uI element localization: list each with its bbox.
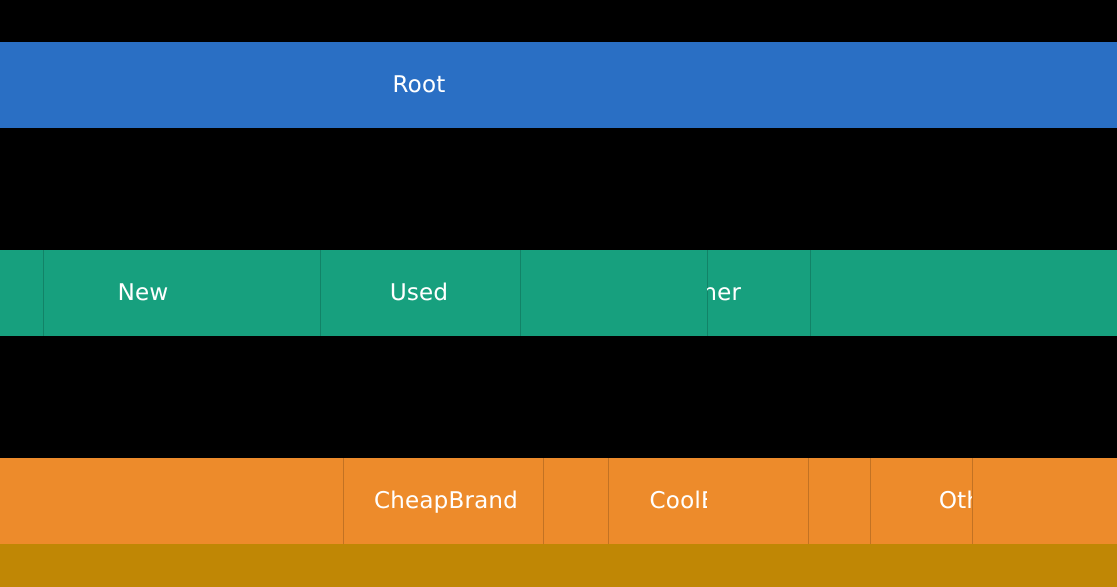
icicle-node-label: CheapBrand — [374, 487, 518, 514]
icicle-node-coolbrand[interactable]: CoolBrand — [608, 458, 707, 544]
icicle-node-leaf-band[interactable] — [0, 544, 1117, 587]
icicle-node-label: Root — [392, 71, 446, 98]
icicle-node-label: Used — [389, 279, 449, 306]
icicle-level-brand: CheapBrand CoolBrand Other — [0, 458, 1117, 544]
icicle-node-category-5[interactable] — [810, 250, 1117, 336]
icicle-node-brand-5[interactable] — [808, 458, 870, 544]
icicle-node-label: New — [117, 279, 169, 306]
icicle-node-category-3[interactable] — [520, 250, 707, 336]
icicle-node-label: CoolBrand — [649, 487, 707, 514]
icicle-level-category: New Used Other — [0, 250, 1117, 336]
icicle-node-used[interactable]: Used — [320, 250, 520, 336]
icicle-node-other-brand[interactable]: Other — [870, 458, 972, 544]
icicle-node-new[interactable]: New — [43, 250, 320, 336]
icicle-node-brand-4[interactable] — [707, 458, 808, 544]
icicle-level-leaf — [0, 544, 1117, 587]
icicle-node-label: Other — [707, 279, 742, 306]
icicle-node-cheapbrand[interactable]: CheapBrand — [343, 458, 543, 544]
icicle-node-category-0[interactable] — [0, 250, 43, 336]
icicle-node-other-category[interactable]: Other — [707, 250, 810, 336]
icicle-node-brand-2[interactable] — [543, 458, 608, 544]
icicle-node-root[interactable]: Root — [0, 42, 1117, 128]
icicle-level-root: Root — [0, 42, 1117, 128]
icicle-node-brand-0[interactable] — [0, 458, 343, 544]
icicle-node-brand-7[interactable] — [972, 458, 1117, 544]
icicle-node-label: Other — [938, 487, 972, 514]
